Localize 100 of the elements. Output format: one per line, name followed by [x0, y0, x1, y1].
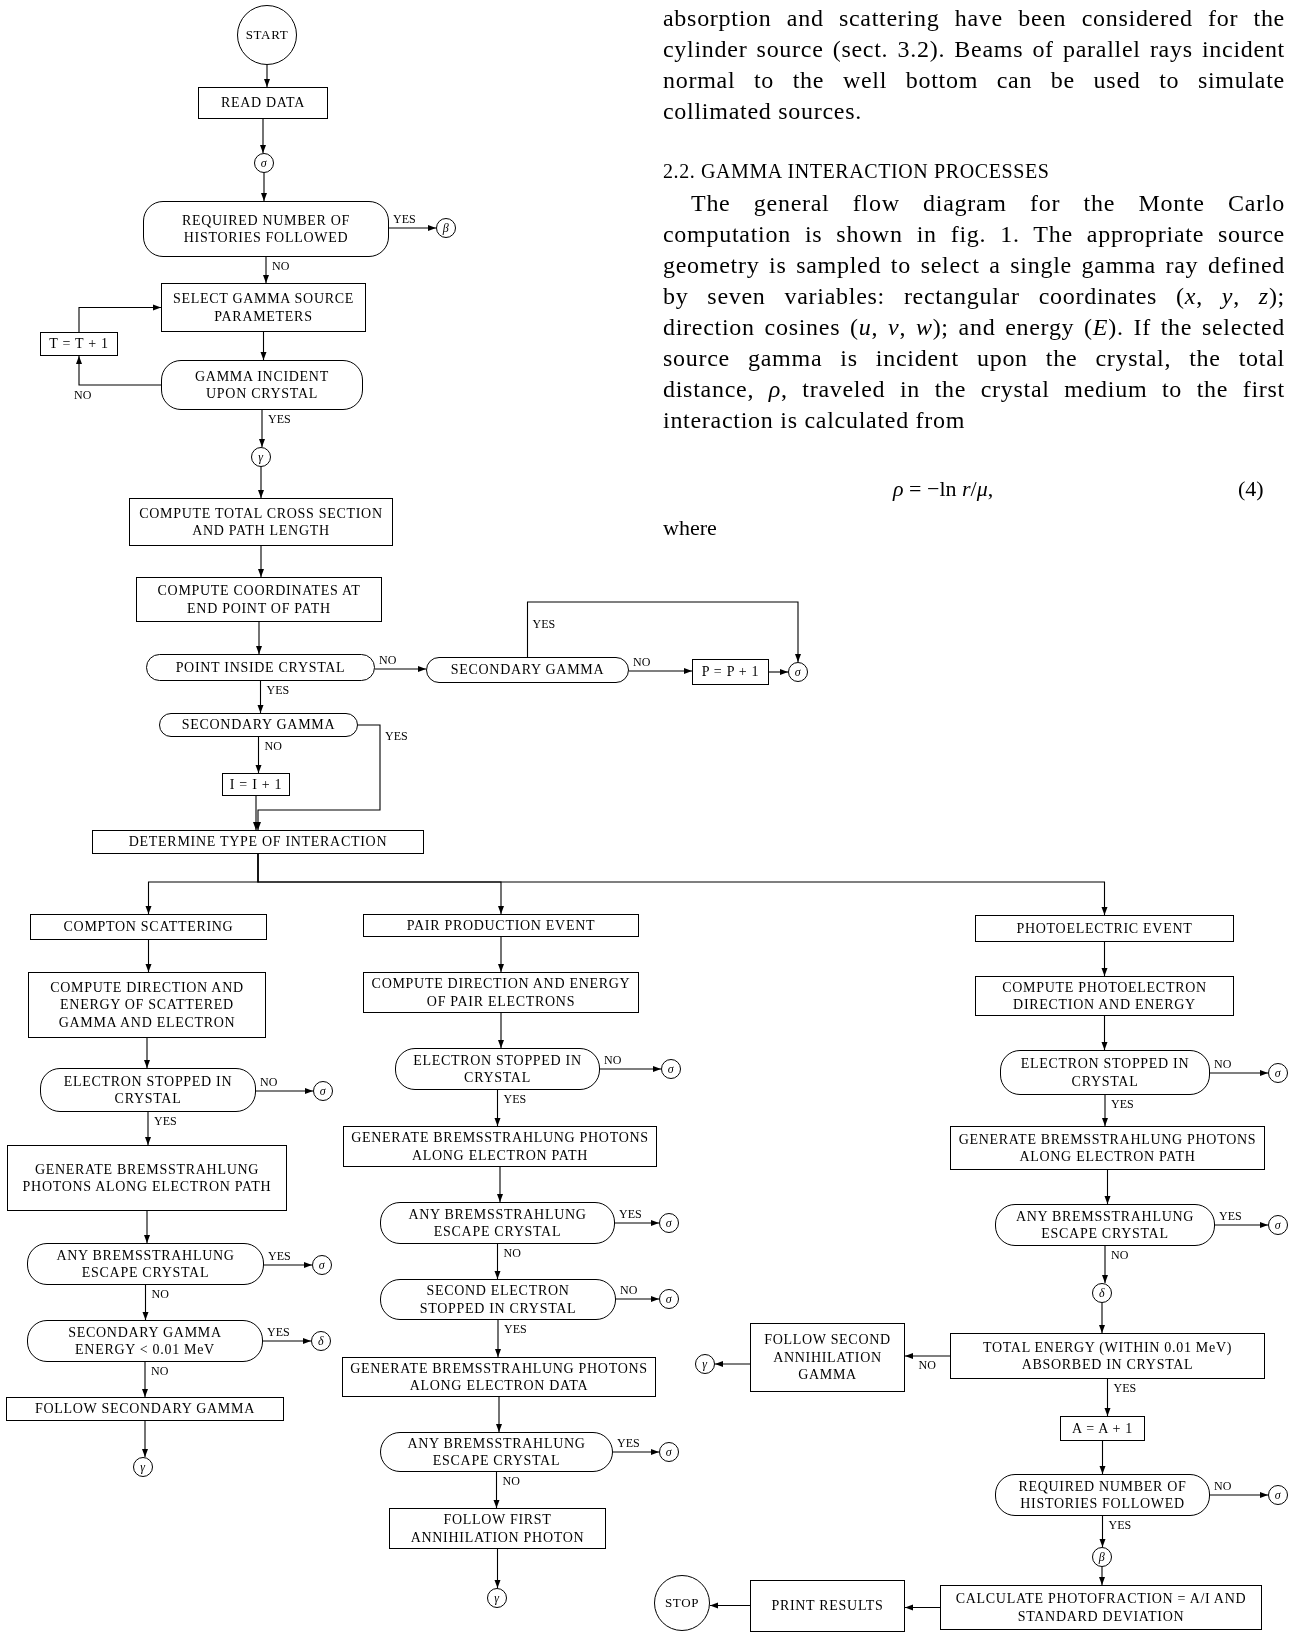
edge-label: NO	[271, 259, 291, 273]
arrow	[142, 1420, 148, 1458]
edge-label: YES	[616, 1436, 641, 1450]
edge-label: NO	[501, 1474, 521, 1488]
edge-label: YES	[267, 412, 292, 426]
equation: ρ = −ln r/μ,	[893, 475, 994, 503]
decision-box: SECONDARY GAMMA ENERGY < 0.01 MeV	[27, 1320, 263, 1362]
edge-label: YES	[1110, 1097, 1135, 1111]
edge-label: NO	[603, 1053, 623, 1067]
process-box: TOTAL ENERGY (WITHIN 0.01 MeV) ABSORBED IN CRYSTAL	[950, 1333, 1265, 1379]
decision-box: ANY BREMSSTRAHLUNG ESCAPE CRYSTAL	[27, 1243, 264, 1285]
section-heading: 2.2. GAMMA INTERACTION PROCESSES	[663, 159, 1050, 184]
edge-label: YES	[392, 212, 417, 226]
body-text: where	[663, 514, 717, 542]
arrow	[495, 1319, 501, 1358]
process-box: COMPUTE DIRECTION AND ENERGY OF SCATTERED GAMMA AND ELECTRON	[28, 972, 266, 1038]
process-box: T = T + 1	[40, 332, 118, 356]
edge-label: YES	[1218, 1209, 1243, 1223]
arrow	[709, 1602, 751, 1609]
arrow	[258, 545, 264, 578]
edge-label: YES	[531, 617, 557, 631]
decision-box: GAMMA INCIDENT UPON CRYSTAL	[161, 360, 363, 410]
decision-box: REQUIRED NUMBER OF HISTORIES FOLLOWED	[995, 1474, 1210, 1516]
edge-label: NO	[378, 653, 398, 667]
arrow	[628, 668, 693, 674]
arrow	[76, 355, 162, 386]
process-box: GENERATE BREMSSTRAHLUNG PHOTONS ALONG ELECTRON DATA	[342, 1357, 656, 1397]
process-box: PAIR PRODUCTION EVENT	[363, 914, 639, 937]
arrow	[1101, 1015, 1108, 1051]
decision-box: ANY BREMSSTRAHLUNG ESCAPE CRYSTAL	[380, 1202, 615, 1244]
edge-label: NO	[150, 1364, 170, 1378]
edge-label: YES	[153, 1114, 178, 1128]
decision-box: ELECTRON STOPPED IN CRYSTAL	[40, 1068, 256, 1112]
edge-label: NO	[1213, 1057, 1233, 1071]
edge-label: YES	[1107, 1518, 1133, 1532]
edge-label: YES	[502, 1092, 528, 1106]
arrow	[142, 1361, 148, 1398]
arrow	[257, 853, 1108, 916]
arrow	[145, 939, 152, 973]
arrow	[1214, 1222, 1269, 1228]
arrow	[1099, 1302, 1105, 1334]
arrow	[255, 1088, 314, 1094]
arrow	[494, 1089, 501, 1127]
arrow	[262, 1338, 312, 1344]
process-box: GENERATE BREMSSTRAHLUNG PHOTONS ALONG ELECTRON PATH	[7, 1145, 287, 1211]
arrow	[1099, 1515, 1106, 1548]
process-box: COMPUTE PHOTOELECTRON DIRECTION AND ENERGY	[975, 976, 1234, 1016]
arrow	[145, 1111, 151, 1146]
process-box: FOLLOW SECOND ANNIHILATION GAMMA	[750, 1323, 905, 1392]
arrow	[1209, 1492, 1269, 1498]
edge-label: NO	[502, 1246, 522, 1260]
arrow	[714, 1361, 751, 1367]
arrow	[256, 621, 262, 655]
arrow	[1099, 1566, 1105, 1586]
edge-label: YES	[266, 1325, 291, 1339]
process-box: FOLLOW FIRST ANNIHILATION PHOTON	[389, 1508, 606, 1549]
process-box: FOLLOW SECONDARY GAMMA	[6, 1397, 284, 1421]
arrow	[255, 724, 381, 831]
arrow	[1104, 1169, 1111, 1205]
edge-label: NO	[632, 655, 652, 669]
decision-box: POINT INSIDE CRYSTAL	[146, 654, 375, 681]
arrow	[253, 795, 259, 831]
arrow	[612, 1449, 660, 1455]
process-box: I = I + 1	[222, 773, 290, 796]
process-box: READ DATA	[198, 87, 328, 119]
arrow	[257, 680, 264, 714]
edge-label: NO	[619, 1283, 639, 1297]
decision-box: SECOND ELECTRON STOPPED IN CRYSTAL	[380, 1279, 616, 1320]
arrow	[498, 1012, 504, 1049]
arrow	[493, 1471, 500, 1509]
decision-box: SECONDARY GAMMA	[426, 657, 629, 683]
body-paragraph: The general flow diagram for the Monte Carlo computation is shown in fig. 1. The appropriate source geometry is sampled to select a single gamma ray defined by seven variables: rectangular coordinates (x, y, z); direction cosines (u, v, w); and energy (E). If the selected source gamma is incident upon the crystal, the total distance, ρ, traveled in the crystal medium to the first interaction is calculated from	[663, 189, 1285, 435]
process-box: PHOTOELECTRIC EVENT	[975, 915, 1234, 942]
process-box: SELECT GAMMA SOURCE PARAMETERS	[161, 283, 366, 332]
process-box: A = A + 1	[1060, 1416, 1145, 1441]
arrow	[259, 409, 265, 448]
arrow	[904, 1604, 941, 1611]
arrow	[264, 64, 270, 88]
process-box: DETERMINE TYPE OF INTERACTION	[92, 830, 424, 854]
arrow	[258, 466, 264, 499]
edge-label: NO	[917, 1358, 937, 1372]
arrow	[374, 666, 427, 672]
decision-box: ELECTRON STOPPED IN CRYSTAL	[1000, 1050, 1210, 1095]
arrow	[1101, 941, 1108, 977]
edge-label: NO	[150, 1287, 170, 1301]
arrow	[496, 1396, 502, 1433]
edge-label: YES	[503, 1322, 528, 1336]
process-box: PRINT RESULTS	[750, 1580, 905, 1632]
arrow	[263, 256, 269, 284]
arrow	[388, 225, 437, 231]
edge-label: NO	[1213, 1479, 1233, 1493]
arrow	[1102, 1094, 1108, 1127]
arrow	[1099, 1440, 1106, 1475]
arrow	[1102, 1245, 1108, 1284]
arrow	[260, 331, 267, 361]
edge-label: YES	[1112, 1381, 1138, 1395]
arrow	[904, 1353, 951, 1359]
arrow	[599, 1066, 662, 1072]
arrow	[144, 1037, 150, 1069]
edge-label: NO	[1110, 1248, 1130, 1262]
